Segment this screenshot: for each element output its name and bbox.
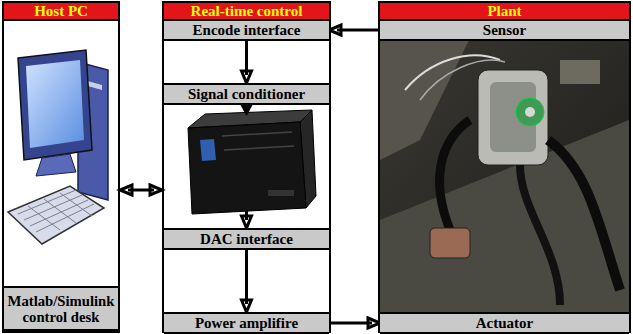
panel-heading: Real-time control [164,3,329,21]
signal-arrow [245,250,248,304]
module-box: Sensor [380,19,629,41]
module-label: DAC interface [197,231,296,247]
signal-arrow [337,29,380,32]
module-label: Encode interface [190,22,304,38]
system-panel: Real-time controlEncode interfaceSignal … [162,1,331,333]
module-label: Actuator [473,315,536,331]
module-box: Signal conditioner [164,83,329,105]
module-label: Matlab/Simulink control desk [4,293,118,325]
system-panel: PlantSensorActuator [378,1,631,333]
module-box: Actuator [380,312,629,334]
panel-heading: Plant [380,3,629,21]
signal-arrow [128,189,154,192]
module-label: Sensor [480,22,529,38]
module-box: Encode interface [164,19,329,41]
module-box: Power amplifire [164,312,329,334]
panel-heading: Host PC [4,3,118,21]
system-panel: Host PC Matlab/Simulink control desk [2,1,120,333]
module-label: Power amplifire [192,315,301,331]
module-box: Matlab/Simulink control desk [4,286,118,331]
module-box: DAC interface [164,228,329,250]
plant-photo [380,38,629,312]
computer-icon [8,50,108,244]
module-label: Signal conditioner [185,86,308,102]
signal-arrow [245,41,248,75]
real-time-target-box [188,105,316,214]
signal-arrow [329,322,372,325]
